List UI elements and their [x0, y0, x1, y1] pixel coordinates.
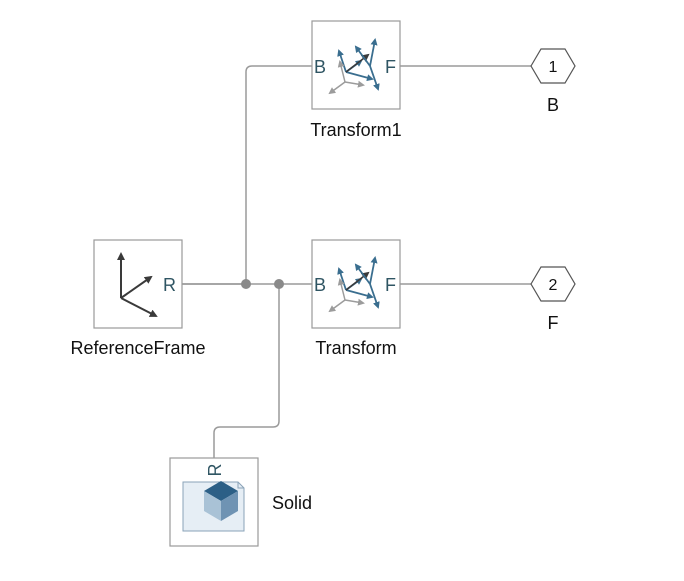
block-label[interactable]: ReferenceFrame	[70, 338, 205, 358]
outport-hexagon[interactable]	[530, 266, 576, 302]
outport-label[interactable]: B	[547, 95, 559, 115]
transform1-block[interactable]: B F Transform1	[310, 20, 402, 140]
block-label[interactable]: Transform	[315, 338, 396, 358]
connections	[182, 65, 531, 458]
outport-2[interactable]: 2 F	[530, 266, 576, 333]
connection-reference-to-transform1[interactable]	[182, 65, 312, 285]
port-label-r: R	[205, 464, 225, 477]
port-label-f: F	[385, 275, 396, 295]
outport-number: 2	[549, 277, 558, 294]
outport-hexagon[interactable]	[530, 48, 576, 84]
outport-1[interactable]: 1 B	[530, 48, 576, 115]
port-label-b: B	[314, 57, 326, 77]
solid-cube-icon	[182, 481, 245, 532]
solid-block[interactable]: R Solid	[169, 457, 312, 547]
connection-reference-to-solid[interactable]	[213, 284, 280, 458]
block-label[interactable]: Solid	[272, 493, 312, 513]
reference-frame-block[interactable]: R ReferenceFrame	[70, 239, 206, 358]
port-label-r: R	[163, 275, 176, 295]
transform-block[interactable]: B F Transform	[311, 239, 401, 358]
branch-point	[241, 279, 251, 289]
reference-frame-icon	[117, 252, 158, 317]
port-label-f: F	[385, 57, 396, 77]
port-label-b: B	[314, 275, 326, 295]
block-label[interactable]: Transform1	[310, 120, 401, 140]
rigid-transform-icon	[328, 38, 380, 95]
rigid-transform-icon	[328, 256, 380, 313]
reference-frame-block-frame[interactable]	[93, 239, 183, 329]
outport-number: 1	[549, 59, 558, 76]
branch-point	[274, 279, 284, 289]
outport-label[interactable]: F	[548, 313, 559, 333]
